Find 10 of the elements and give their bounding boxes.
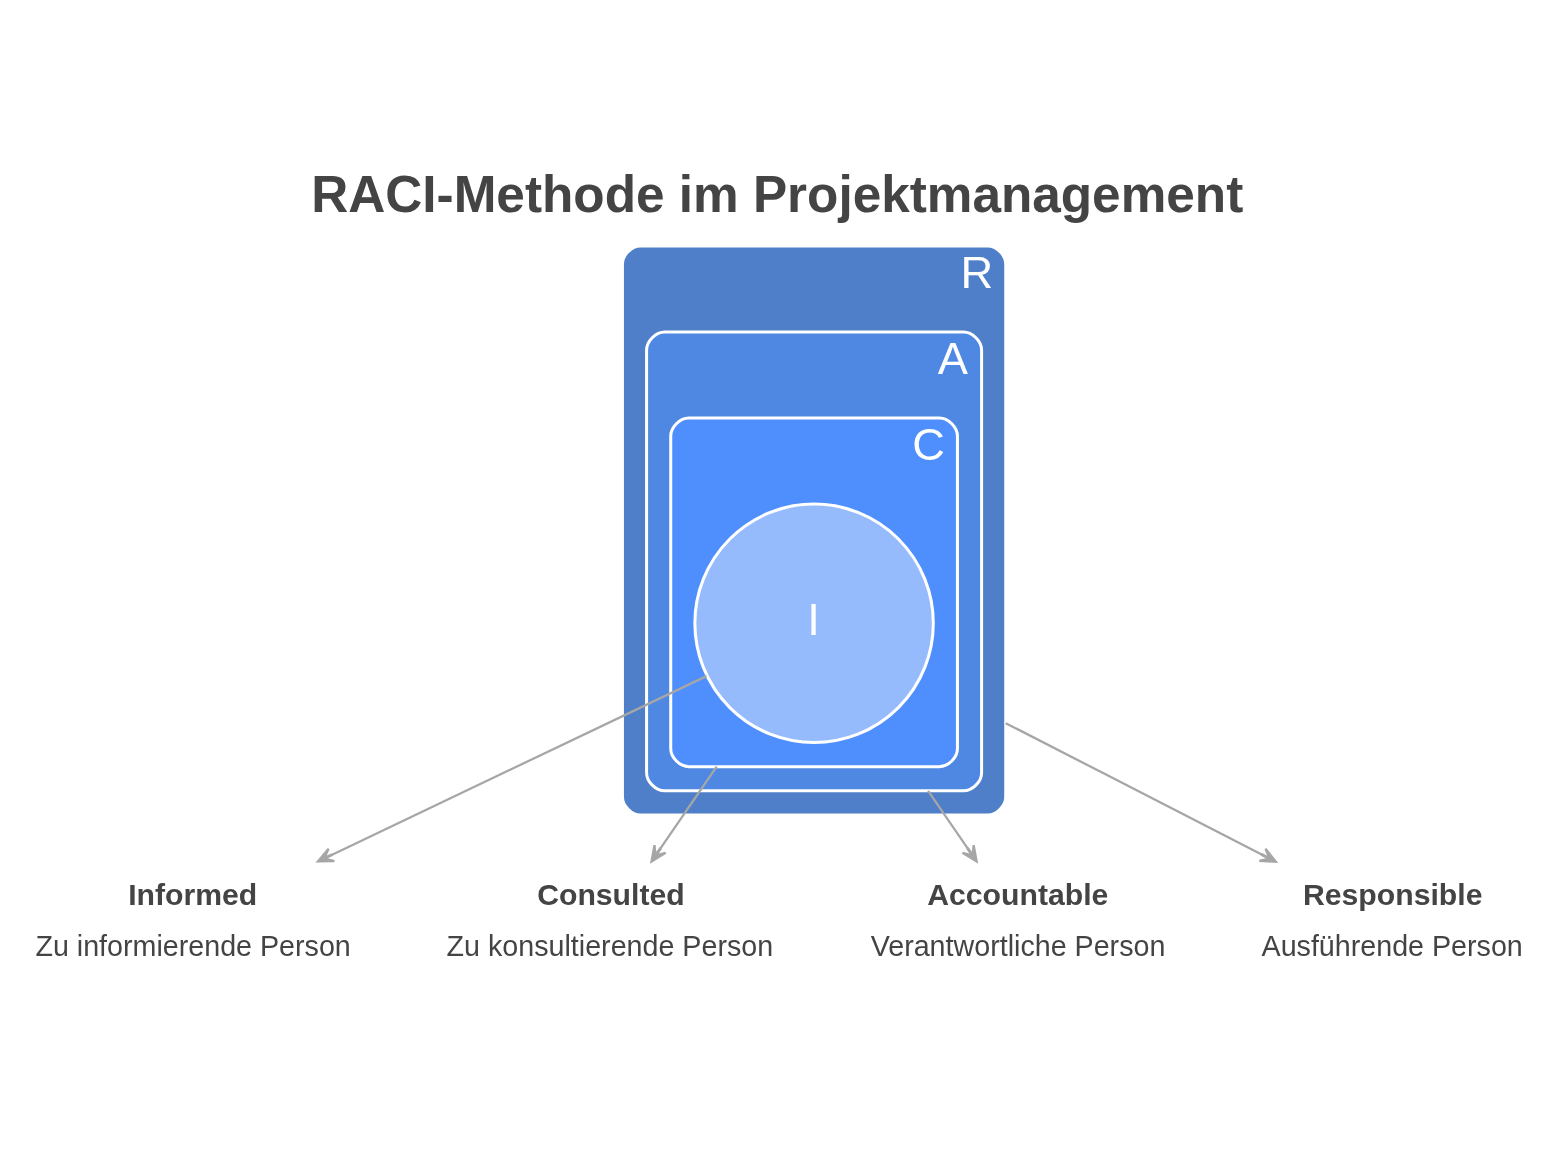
- arrow: [316, 675, 707, 863]
- node-text: Accountable Verantwortliche Person: [870, 878, 1166, 962]
- node-circle: I: [693, 502, 935, 744]
- arrow: [650, 766, 718, 863]
- arrow: [1005, 722, 1277, 863]
- node-text: Consulted Zu konsultierende Person: [446, 878, 774, 962]
- node-text: Responsible Ausführende Person: [1261, 878, 1523, 962]
- node-text: Informed Zu informierende Person: [35, 878, 351, 962]
- arrow: [927, 790, 978, 863]
- diagram-title: RACI-Methode im Projektmanagement: [311, 165, 1244, 223]
